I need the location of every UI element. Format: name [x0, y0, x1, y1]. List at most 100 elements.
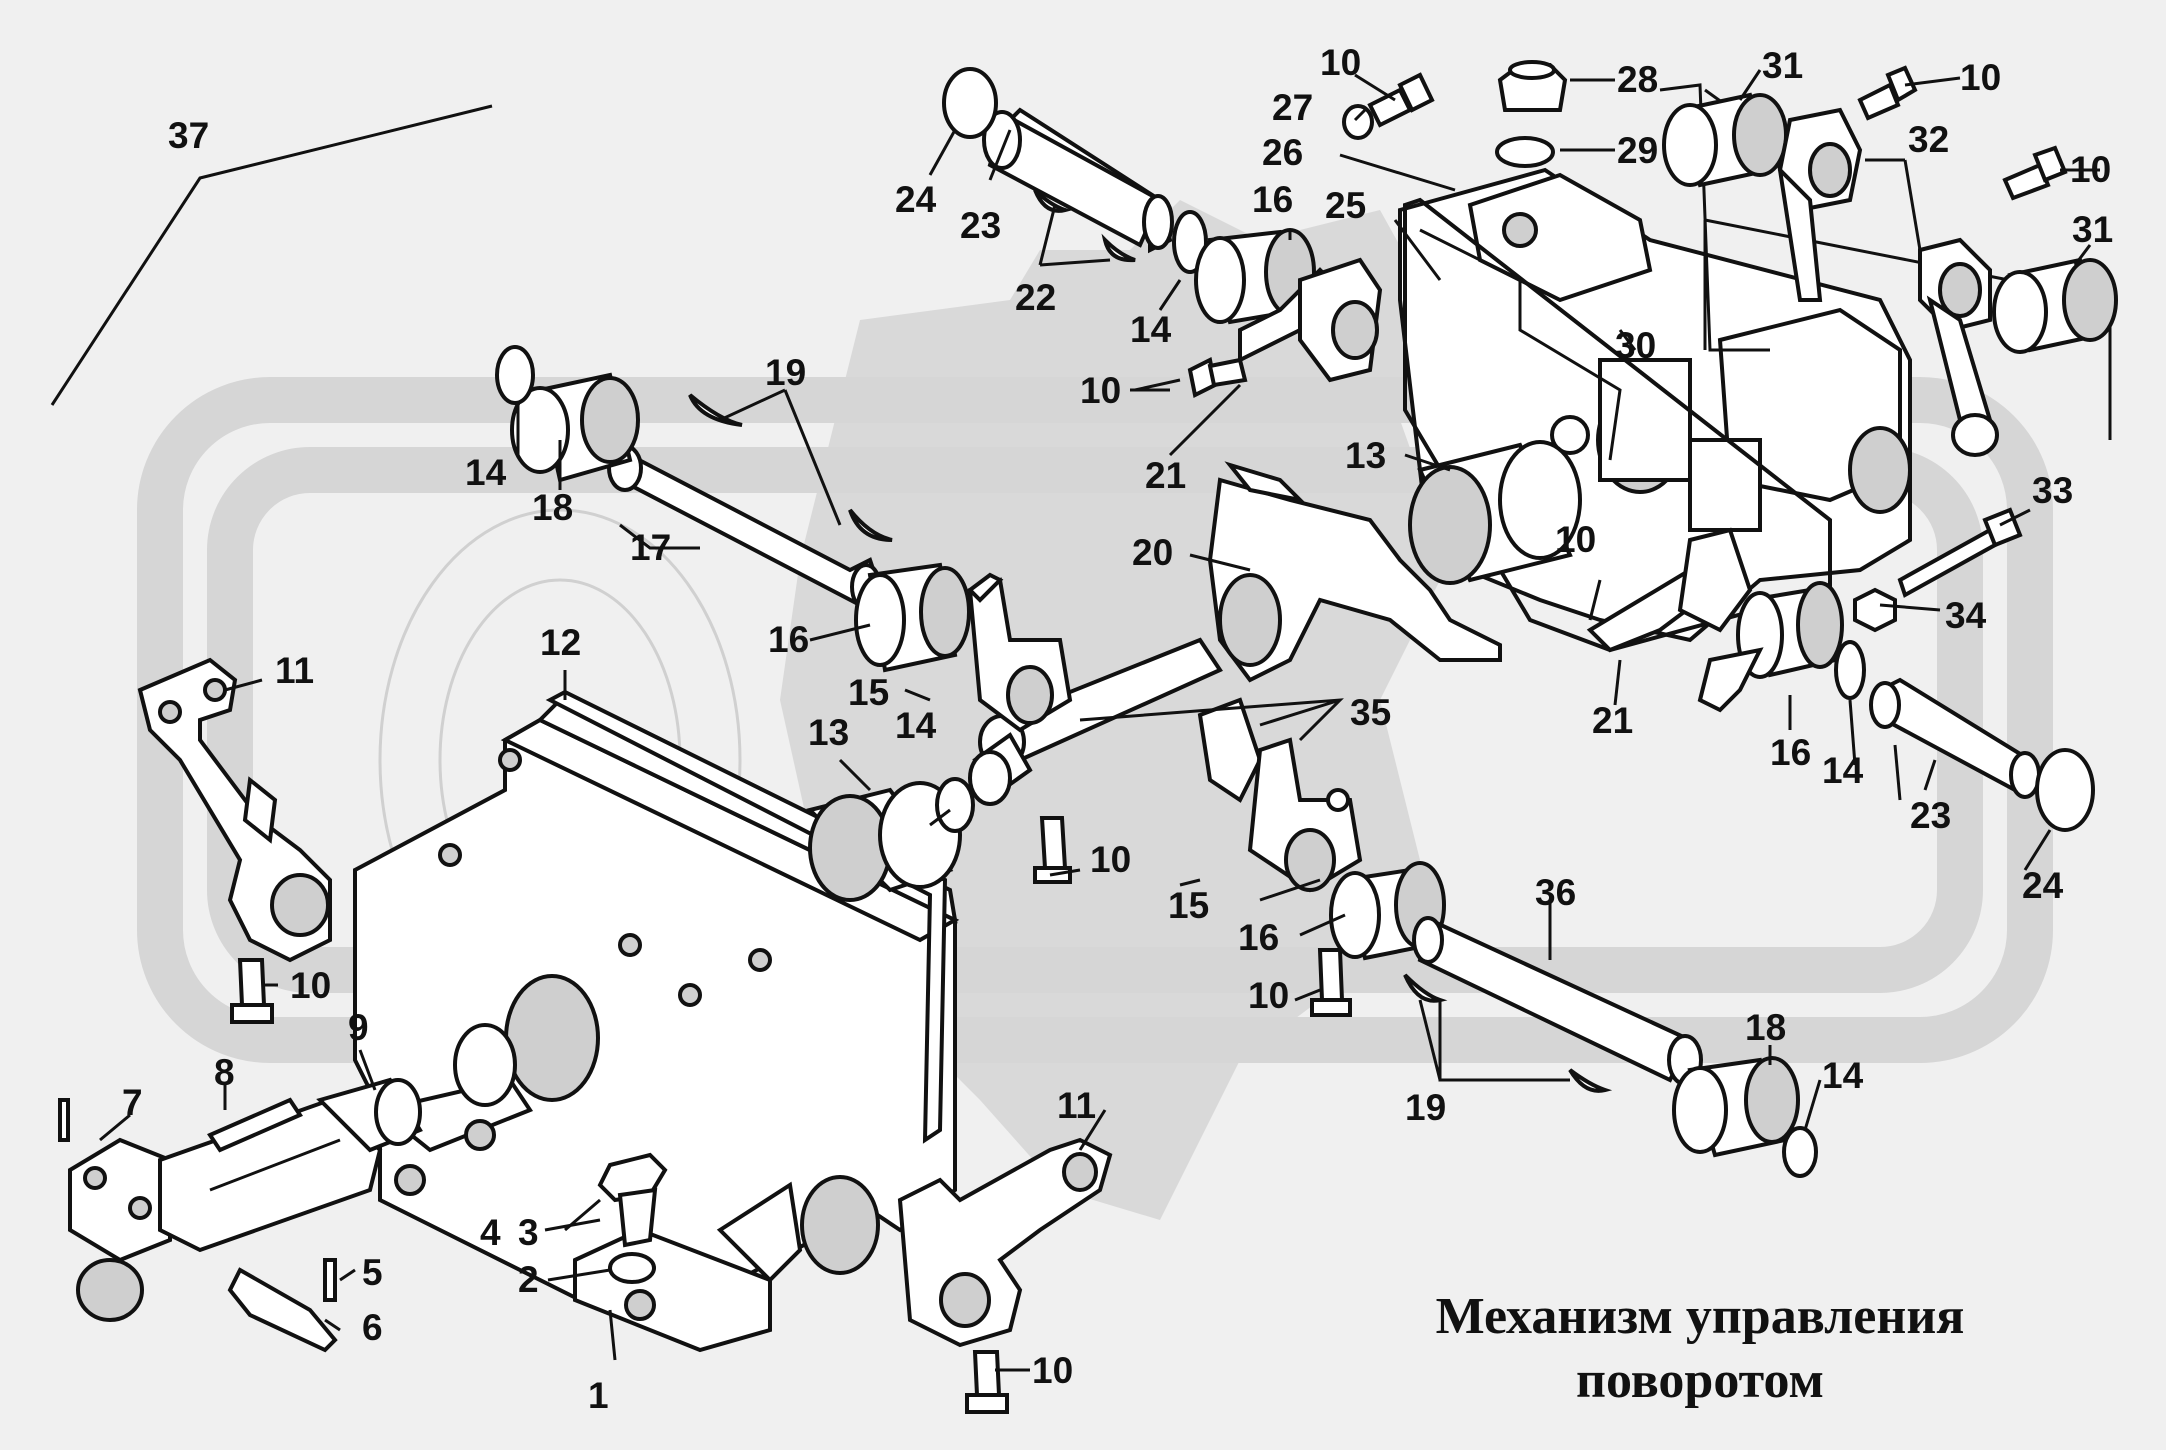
leader-lines	[99, 69, 2100, 1372]
bushing-16-a	[854, 562, 971, 673]
sleeve-13-top	[1408, 440, 1582, 585]
callout-24-top: 24	[895, 179, 937, 220]
shaft-36	[1412, 916, 1703, 1086]
pin-23-right	[1869, 677, 2041, 799]
bolt-10-lower-mid	[1310, 948, 1352, 1017]
lever-15-upper	[966, 572, 1073, 733]
lever-15-lower	[1247, 737, 1363, 893]
ring-9	[374, 1078, 422, 1146]
washer-14-a	[495, 345, 535, 405]
callout-32: 32	[1908, 119, 1949, 160]
callout-14-b: 14	[1130, 309, 1172, 350]
callout-12: 12	[540, 622, 581, 663]
callout-29: 29	[1617, 130, 1658, 171]
callout-21-right: 21	[1592, 700, 1633, 741]
callout-31-top: 31	[1762, 45, 1803, 86]
frame-25-inner	[1419, 228, 1622, 461]
callout-26: 26	[1262, 132, 1303, 173]
caption-line-1: Механизм управления	[1435, 1288, 1965, 1345]
callout-10-top-a: 10	[1320, 42, 1361, 83]
callout-10-body: 10	[1555, 519, 1596, 560]
key-22-a	[1033, 188, 1073, 213]
key-19-d	[1568, 1068, 1613, 1093]
callout-15-lower: 15	[1168, 885, 1209, 926]
callout-11-lower: 11	[1057, 1085, 1096, 1126]
plug-28	[1497, 60, 1568, 112]
callout-11-left: 11	[275, 650, 314, 691]
callout-labels: 1 2 3 4 5 6 7 8 9 10 10 10 10 10 10 10 1…	[122, 42, 2113, 1416]
link-32-right	[1918, 237, 1999, 457]
washer-14-right	[1834, 640, 1866, 700]
bolt-10-top-c	[2002, 145, 2068, 201]
diagram-caption: Механизм управления поворотом	[1390, 1285, 2010, 1413]
callout-17: 17	[630, 527, 671, 568]
callout-19-lower: 19	[1405, 1087, 1446, 1128]
plug-24-top	[942, 67, 998, 139]
callout-20: 20	[1132, 532, 1173, 573]
pin-23-top	[982, 107, 1174, 254]
callout-1: 1	[588, 1375, 609, 1416]
washer-2	[608, 1252, 656, 1284]
lever-21-right	[1586, 527, 1753, 653]
callout-21-top: 21	[1145, 455, 1186, 496]
shaft-35	[968, 637, 1223, 806]
callout-28: 28	[1617, 59, 1658, 100]
callout-15-upper: 15	[848, 672, 889, 713]
sleeve-13-lower	[806, 781, 962, 902]
bushing-18-left	[510, 372, 640, 483]
callout-25: 25	[1325, 185, 1366, 226]
callout-18-lower: 18	[1745, 1007, 1786, 1048]
bushing-31-top	[1662, 92, 1788, 188]
callout-3: 3	[518, 1212, 539, 1253]
callout-10-left: 10	[290, 965, 331, 1006]
bolt-3	[597, 1152, 668, 1248]
callout-37: 37	[168, 115, 209, 156]
key-8	[207, 1097, 303, 1153]
bolt-33	[1897, 507, 2023, 598]
plug-24-right	[2035, 748, 2095, 832]
callout-14-mid: 14	[895, 705, 937, 746]
callout-35: 35	[1350, 692, 1391, 733]
callout-10-bottom: 10	[1032, 1350, 1073, 1391]
callout-27: 27	[1272, 87, 1313, 128]
bolt-10-top-a	[1367, 72, 1435, 128]
washer-29	[1495, 136, 1555, 168]
arm-11-lower	[897, 1137, 1113, 1348]
bushing-16-lower	[1329, 861, 1446, 961]
callout-8: 8	[214, 1052, 235, 1093]
link-32-left	[1777, 107, 1863, 302]
bracket-31-32	[1659, 83, 1770, 352]
washer-14-lower	[1782, 1126, 1818, 1178]
callout-31-right: 31	[2072, 209, 2113, 250]
key-22-b	[1101, 233, 1136, 263]
lever-20	[1197, 461, 1502, 803]
pin-6	[227, 1267, 338, 1353]
callout-19-top: 19	[765, 352, 806, 393]
callout-14-a: 14	[465, 452, 507, 493]
callout-7: 7	[122, 1082, 143, 1123]
bushing-18-lower	[1672, 1056, 1800, 1158]
caption-line-2: поворотом	[1576, 1352, 1824, 1409]
callout-23-top: 23	[960, 205, 1001, 246]
callout-10-lever: 10	[1080, 370, 1121, 411]
callout-10-lower-mid: 10	[1248, 975, 1289, 1016]
callout-13-top: 13	[1345, 435, 1386, 476]
nut-34	[1853, 587, 1897, 633]
callout-6: 6	[362, 1307, 383, 1348]
callout-14-lower: 14	[1822, 1055, 1864, 1096]
callout-23-right: 23	[1910, 795, 1951, 836]
callout-4: 4	[480, 1212, 501, 1253]
bolt-10-left	[230, 958, 274, 1024]
callout-2: 2	[518, 1259, 539, 1300]
bolt-10-lever	[1187, 357, 1248, 398]
callout-5: 5	[362, 1252, 383, 1293]
callout-10-top-b: 10	[1960, 57, 2001, 98]
pin-7	[58, 1098, 70, 1142]
callout-30: 30	[1615, 325, 1656, 366]
pin-5	[323, 1258, 337, 1302]
callout-16-lower: 16	[1238, 917, 1279, 958]
callout-34: 34	[1945, 595, 1987, 636]
callout-18-left: 18	[532, 487, 573, 528]
lever-21-top	[1238, 257, 1383, 383]
